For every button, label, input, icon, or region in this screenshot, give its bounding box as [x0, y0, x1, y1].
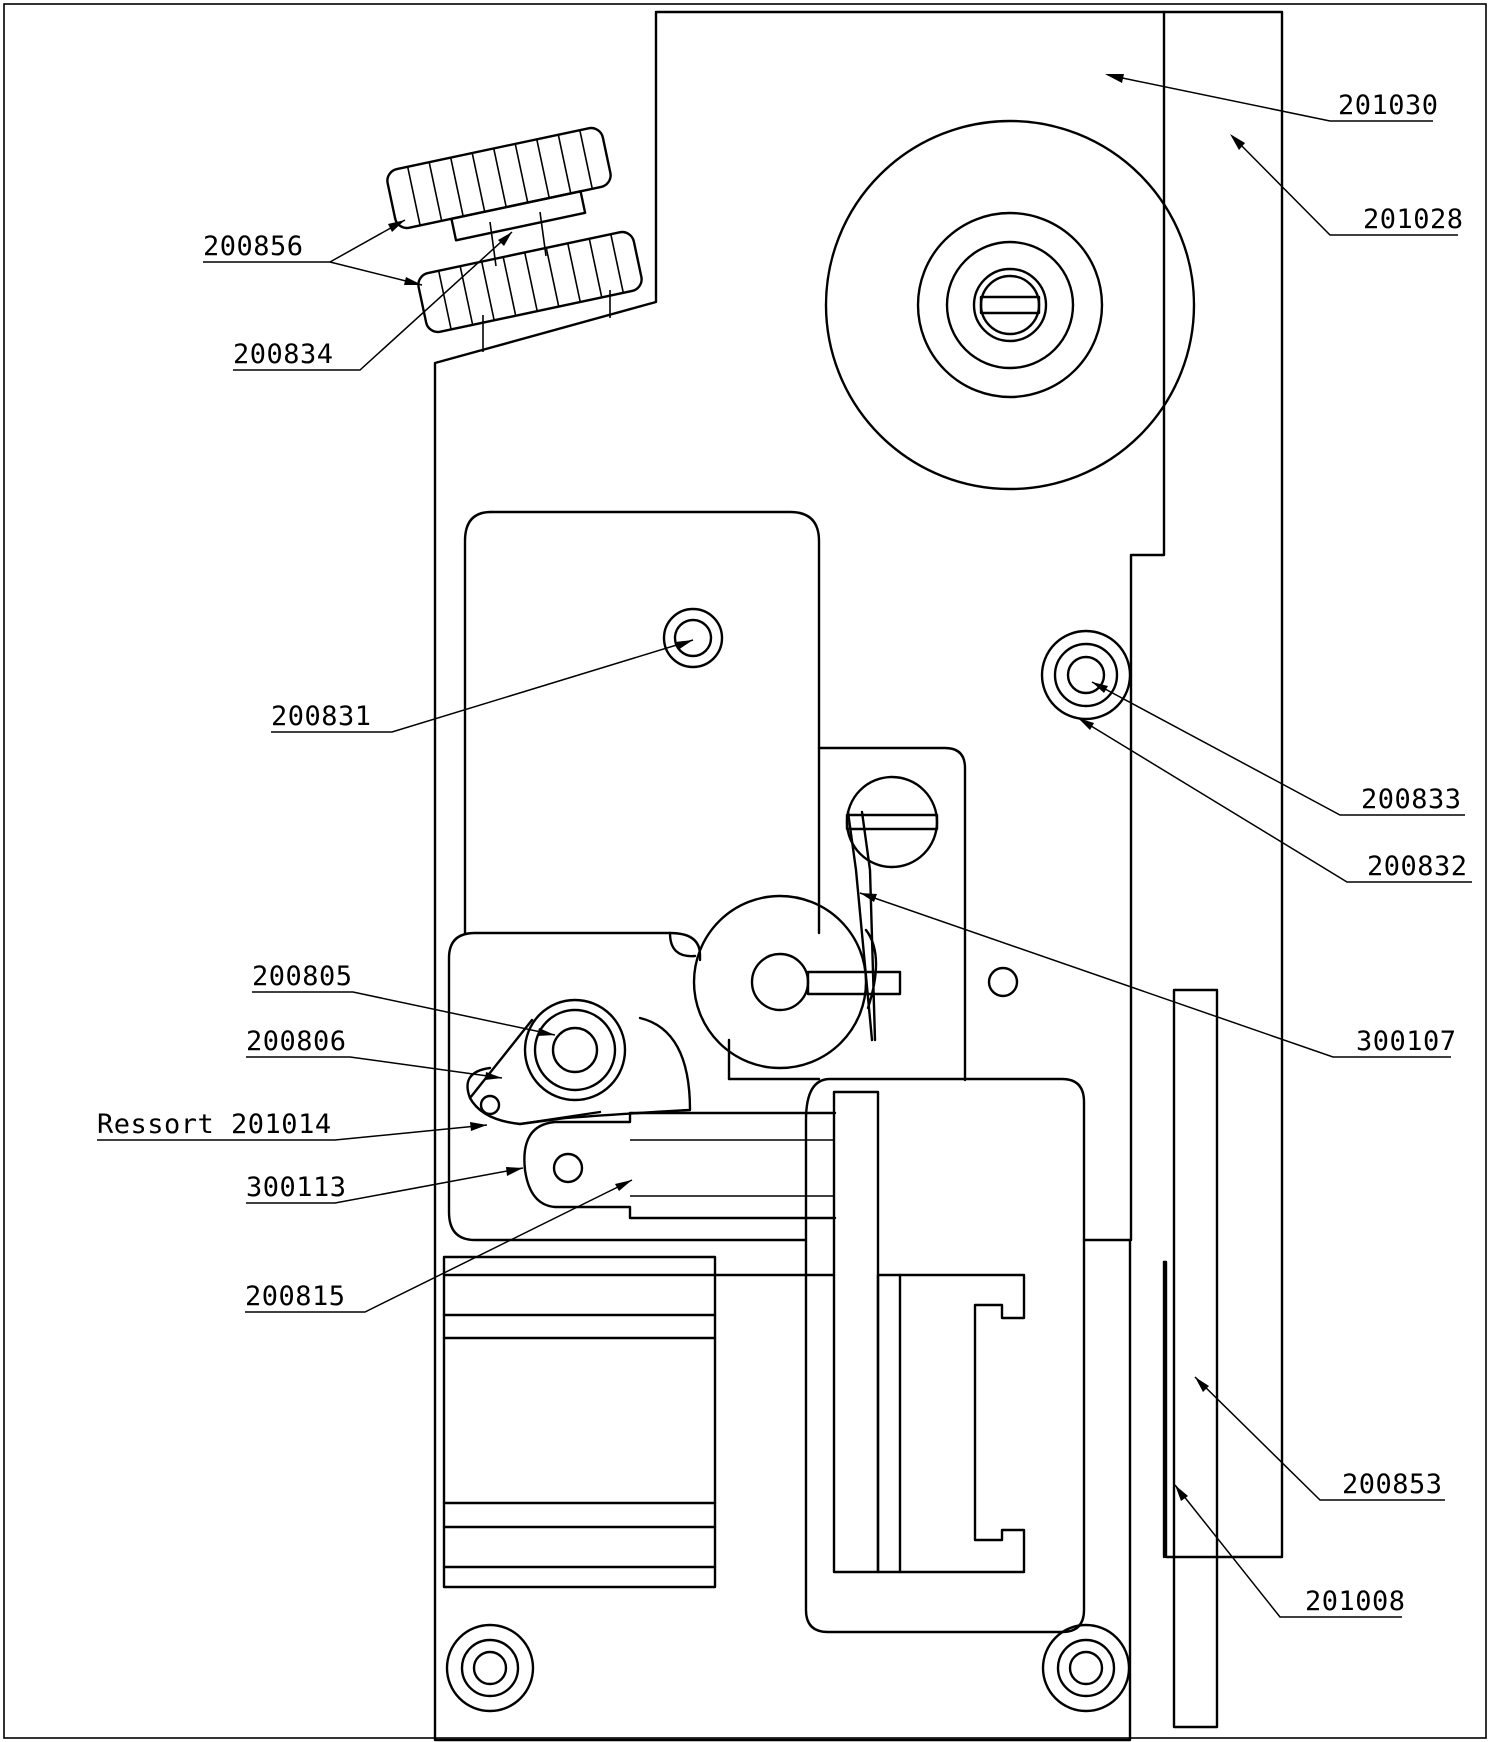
slotted-screw	[845, 775, 939, 869]
arrowhead	[675, 640, 693, 650]
leader-300107	[859, 892, 1451, 1058]
slider-hole	[552, 1152, 584, 1184]
leader-200815	[245, 1179, 633, 1313]
arrowhead	[537, 1028, 555, 1036]
arrowhead	[1175, 1485, 1188, 1501]
motor-block	[804, 1077, 1086, 1634]
arrowhead	[1105, 74, 1124, 83]
motor-clip	[898, 1273, 1026, 1574]
arrowhead	[506, 1167, 523, 1176]
motor-shaft-block	[832, 1090, 880, 1574]
roller-shaft-line	[539, 211, 547, 257]
screw-200831	[662, 607, 724, 669]
label-300113: 300113	[246, 1172, 347, 1203]
main-plate	[433, 10, 1166, 1742]
knurled-roller-upper	[386, 126, 612, 242]
bracket-200853	[1172, 988, 1219, 1729]
arrowhead	[388, 220, 405, 232]
label-200833: 200833	[1361, 784, 1462, 815]
label-201008: 201008	[1305, 1586, 1406, 1617]
arrowhead	[1195, 1377, 1209, 1392]
cover-plate-left	[463, 510, 493, 935]
label-200834: 200834	[233, 339, 334, 370]
knurled-roller-lower	[417, 230, 643, 334]
spring-201014	[466, 1066, 602, 1126]
leader-200805	[252, 991, 556, 1036]
label-200805: 200805	[252, 961, 353, 992]
arrowhead	[860, 893, 877, 902]
arrowhead	[470, 1122, 487, 1131]
leader-200831	[271, 639, 694, 733]
screw-200833	[1040, 629, 1132, 721]
arrowhead	[1078, 718, 1094, 730]
arrowhead	[615, 1180, 632, 1191]
roller-shaft-line	[489, 221, 497, 267]
pivot-200805	[523, 998, 627, 1102]
cam-disc	[692, 894, 902, 1070]
label-201030: 201030	[1338, 90, 1439, 121]
arrowhead	[485, 1072, 502, 1080]
label-201028: 201028	[1363, 204, 1464, 235]
label-200856: 200856	[203, 231, 304, 262]
leader-201014	[97, 1124, 488, 1141]
arrowhead	[1092, 682, 1108, 693]
coil	[442, 1255, 836, 1589]
arrowhead	[1230, 134, 1245, 150]
side-plate	[1162, 10, 1284, 1559]
slider-300113	[523, 1111, 837, 1220]
leader-200832	[1077, 717, 1472, 883]
drawing-frame	[3, 3, 1487, 1739]
leader-201028	[1231, 135, 1458, 236]
arrowhead	[498, 232, 512, 246]
arrowhead	[404, 277, 422, 285]
leader-201030	[1107, 74, 1433, 122]
leader-300113	[246, 1167, 524, 1204]
spring-bracket	[817, 746, 967, 1082]
label-200815: 200815	[245, 1281, 346, 1312]
label-201014: Ressort 201014	[97, 1109, 332, 1140]
hole	[987, 966, 1019, 998]
screw-bottom-right	[1041, 1623, 1131, 1713]
leader-200834	[233, 231, 513, 371]
label-200853: 200853	[1342, 1469, 1443, 1500]
leader-201008	[1174, 1484, 1402, 1618]
leader-200853	[1194, 1376, 1445, 1501]
label-300107: 300107	[1356, 1026, 1457, 1057]
label-200806: 200806	[246, 1026, 347, 1057]
lever-hole	[479, 1094, 501, 1116]
leader-200833	[1091, 681, 1465, 816]
screw-bottom-left	[445, 1623, 535, 1713]
leader-200806	[246, 1056, 503, 1079]
motor-flange	[876, 1273, 902, 1574]
lever-notch	[668, 931, 697, 958]
cover-plate	[489, 510, 821, 935]
main-wheel	[824, 119, 1196, 491]
label-200831: 200831	[271, 701, 372, 732]
label-200832: 200832	[1367, 851, 1468, 882]
